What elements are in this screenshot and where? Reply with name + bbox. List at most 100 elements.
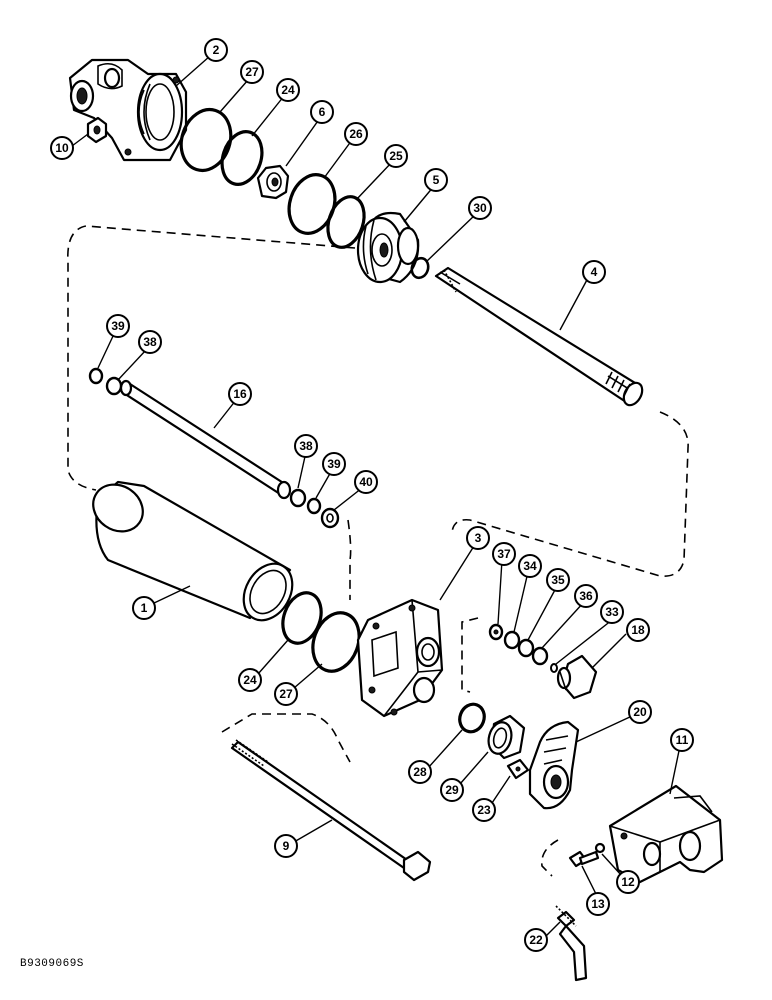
assembly-guide-line-rod [347,519,352,600]
callout-24-lower: 24 [238,668,262,692]
callout-37: 37 [492,542,516,566]
part-39-snap-ring-right [306,497,322,515]
callout-27-upper: 27 [240,60,264,84]
callout-label: 34 [523,559,537,573]
assembly-guide-line-clamp [541,839,559,877]
callout-36: 36 [574,584,598,608]
callout-label: 13 [591,897,605,911]
callout-10: 10 [50,136,74,160]
callout-label: 37 [497,547,511,561]
part-2-rod-end-cap [68,58,188,162]
callout-3: 3 [466,526,490,550]
callout-label: 39 [111,319,125,333]
callout-6: 6 [310,100,334,124]
callout-5: 5 [424,168,448,192]
callout-39-lower: 39 [322,452,346,476]
callout-25: 25 [384,144,408,168]
leader-lines [71,55,681,937]
part-26-ring [287,173,337,235]
part-29-bushing [487,714,526,760]
callout-12: 12 [616,870,640,894]
callout-label: 30 [473,201,487,215]
part-18-plug [556,654,598,700]
callout-label: 24 [281,83,295,97]
part-25-oring [326,195,366,249]
callout-18: 18 [626,618,650,642]
part-36-backup-ring [531,646,549,666]
callout-16: 16 [228,382,252,406]
callout-27-lower: 27 [274,682,298,706]
callout-label: 27 [245,65,259,79]
callout-label: 33 [605,605,619,619]
callout-2: 2 [204,38,228,62]
part-11-clevis [608,784,724,884]
callout-label: 10 [55,141,69,155]
callout-label: 35 [551,573,565,587]
callout-38-lower: 38 [294,434,318,458]
callout-label: 22 [529,933,543,947]
callout-30: 30 [468,196,492,220]
callout-label: 29 [445,783,459,797]
callout-23: 23 [472,798,496,822]
part-34-seal [503,630,521,650]
callout-label: 27 [279,687,293,701]
part-38-washer-left [105,376,123,396]
callout-label: 38 [299,439,313,453]
callout-34: 34 [518,554,542,578]
part-30-small-oring [410,256,430,280]
part-22-lube-tube [555,905,588,982]
callout-label: 6 [319,105,326,119]
callout-label: 16 [233,387,247,401]
assembly-guide-line-tierod [221,713,351,763]
part-40-washer [320,507,340,529]
callout-label: 25 [389,149,403,163]
part-5-piston [356,211,420,284]
part-12-lube-fitting-cap [594,842,606,854]
callout-label: 2 [213,43,220,57]
part-27-ring-lower [311,611,361,673]
callout-13: 13 [586,892,610,916]
callout-33: 33 [600,600,624,624]
part-39-snap-ring-left [88,367,104,385]
callout-29: 29 [440,778,464,802]
callout-28: 28 [408,760,432,784]
callout-11: 11 [670,728,694,752]
callout-label: 12 [621,875,635,889]
part-23-square-nut [506,758,530,780]
callout-39-upper: 39 [106,314,130,338]
part-1-cylinder-barrel [92,480,294,622]
callout-38-upper: 38 [138,330,162,354]
part-24-oring-upper [220,130,264,186]
assembly-guide-line-upper [67,225,356,491]
part-10-nut [86,116,108,144]
callout-label: 4 [591,265,598,279]
part-27-ring-upper [179,107,233,173]
callout-label: 9 [283,839,290,853]
callout-label: 3 [475,531,482,545]
callout-label: 38 [143,335,157,349]
callout-1: 1 [132,596,156,620]
callout-label: 23 [477,803,491,817]
part-38-washer-right [289,488,307,508]
callout-label: 1 [141,601,148,615]
part-35-oring [517,638,535,658]
callout-label: 5 [433,173,440,187]
part-33-small-oring [550,663,558,673]
callout-24-upper: 24 [276,78,300,102]
part-37-washer [488,623,504,641]
callout-label: 36 [579,589,593,603]
part-3-base-end-cap [356,598,444,718]
callout-label: 11 [676,733,689,747]
part-20-clamp [528,720,580,810]
part-9-tie-rod [230,739,432,882]
part-16-guide-tube [119,379,292,500]
part-13-bolt [568,850,600,868]
callout-label: 18 [631,623,645,637]
callout-label: 26 [349,127,363,141]
part-28-ring [458,702,486,734]
callout-22: 22 [524,928,548,952]
part-4-piston-rod [434,266,644,407]
callout-label: 28 [413,765,427,779]
assembly-guide-line-right [451,411,689,577]
